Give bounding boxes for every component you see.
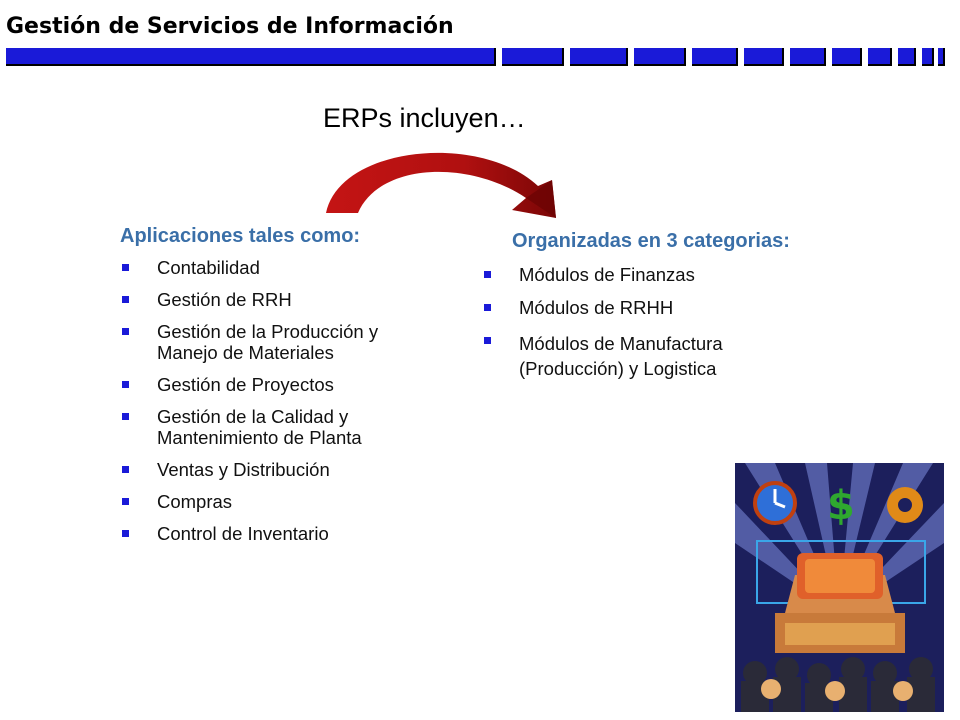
curved-arrow-icon (326, 152, 556, 218)
square-bullet-icon (122, 498, 129, 505)
square-bullet-icon (122, 413, 129, 420)
list-item: Contabilidad (120, 257, 460, 278)
square-bullet-icon (484, 304, 491, 311)
square-bullet-icon (122, 296, 129, 303)
business-illustration: $ (735, 463, 944, 712)
right-list: Módulos de Finanzas Módulos de RRHH Módu… (482, 264, 822, 379)
square-bullet-icon (122, 264, 129, 271)
list-item: Módulos de RRHH (482, 297, 822, 318)
list-item: Gestión de Proyectos (120, 374, 460, 395)
square-bullet-icon (122, 530, 129, 537)
square-bullet-icon (484, 337, 491, 344)
square-bullet-icon (122, 466, 129, 473)
list-item: Control de Inventario (120, 523, 460, 544)
right-heading: Organizadas en 3 categorias: (512, 230, 790, 252)
list-item: Gestión de RRH (120, 289, 460, 310)
list-item: Ventas y Distribución (120, 459, 460, 480)
svg-text:$: $ (827, 483, 855, 529)
square-bullet-icon (122, 381, 129, 388)
left-list: Contabilidad Gestión de RRH Gestión de l… (120, 257, 460, 544)
header-title: Gestión de Servicios de Información (6, 14, 454, 39)
left-heading: Aplicaciones tales como: (120, 225, 361, 247)
list-item: Compras (120, 491, 460, 512)
square-bullet-icon (122, 328, 129, 335)
list-item: Módulos de Finanzas (482, 264, 822, 285)
list-item: Módulos de Manufactura(Producción) y Log… (482, 330, 822, 379)
square-bullet-icon (484, 271, 491, 278)
slide-title: ERPs incluyen… (323, 103, 526, 133)
